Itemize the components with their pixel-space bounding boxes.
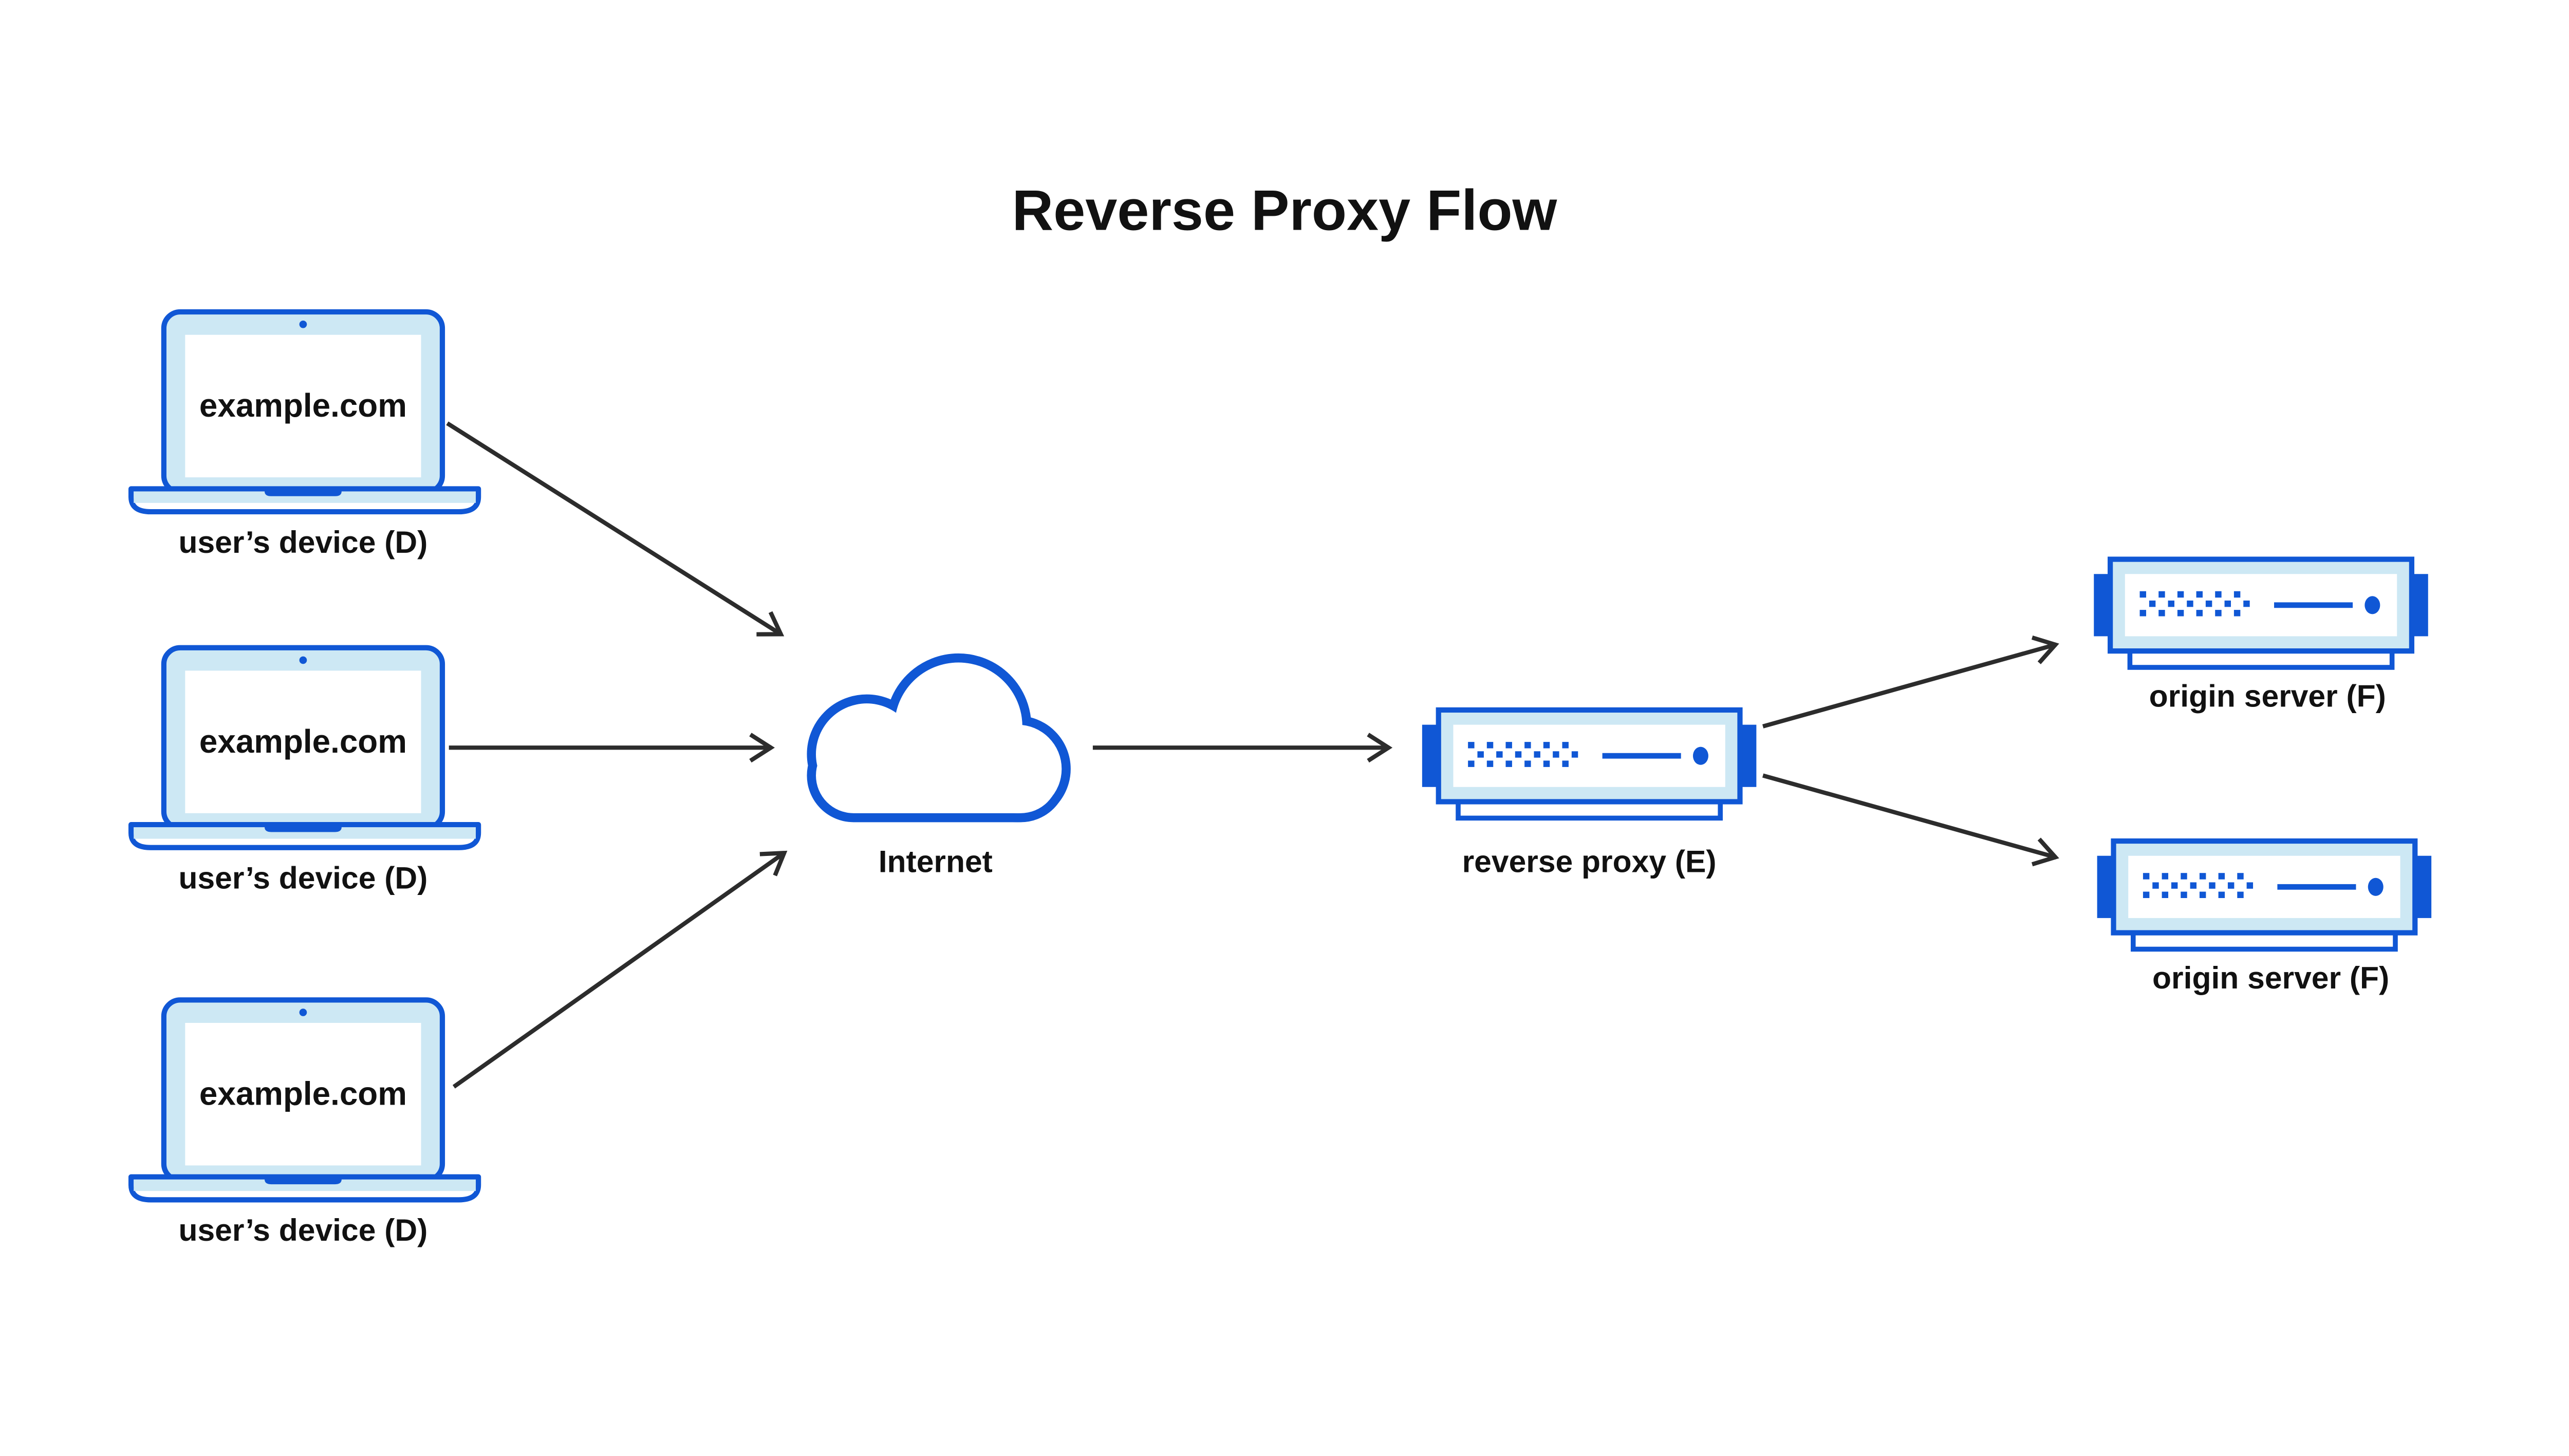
cloud-icon-fill xyxy=(816,662,1062,813)
user-device-1: example.com user’s device (D) xyxy=(131,312,478,559)
origin-server-label: origin server (F) xyxy=(2152,960,2389,995)
reverse-proxy-node: reverse proxy (E) xyxy=(1422,710,1757,879)
origin-server-1-node: origin server (F) xyxy=(2094,559,2428,714)
internet-node: Internet xyxy=(807,653,1071,879)
arrow-proxy-to-origin2 xyxy=(1762,773,2059,867)
device-label: user’s device (D) xyxy=(179,1212,428,1247)
device-screen-url: example.com xyxy=(199,387,407,424)
device-screen-url: example.com xyxy=(199,1075,407,1112)
arrow-device3-to-internet xyxy=(452,850,788,1089)
arrow-device1-to-internet xyxy=(446,421,785,637)
page-title: Reverse Proxy Flow xyxy=(1012,178,1558,242)
arrow-proxy-to-origin1 xyxy=(1762,635,2059,729)
device-label: user’s device (D) xyxy=(179,525,428,559)
device-screen-url: example.com xyxy=(199,723,407,760)
origin-server-2-node: origin server (F) xyxy=(2097,841,2432,995)
device-label: user’s device (D) xyxy=(179,861,428,895)
user-device-2: example.com user’s device (D) xyxy=(131,648,478,895)
user-device-3: example.com user’s device (D) xyxy=(131,1000,478,1247)
internet-label: Internet xyxy=(879,844,993,879)
origin-server-label: origin server (F) xyxy=(2149,679,2386,714)
server-icon xyxy=(1422,710,1757,818)
server-icon xyxy=(2097,841,2432,949)
server-icon xyxy=(2094,559,2428,667)
reverse-proxy-label: reverse proxy (E) xyxy=(1462,844,1717,879)
